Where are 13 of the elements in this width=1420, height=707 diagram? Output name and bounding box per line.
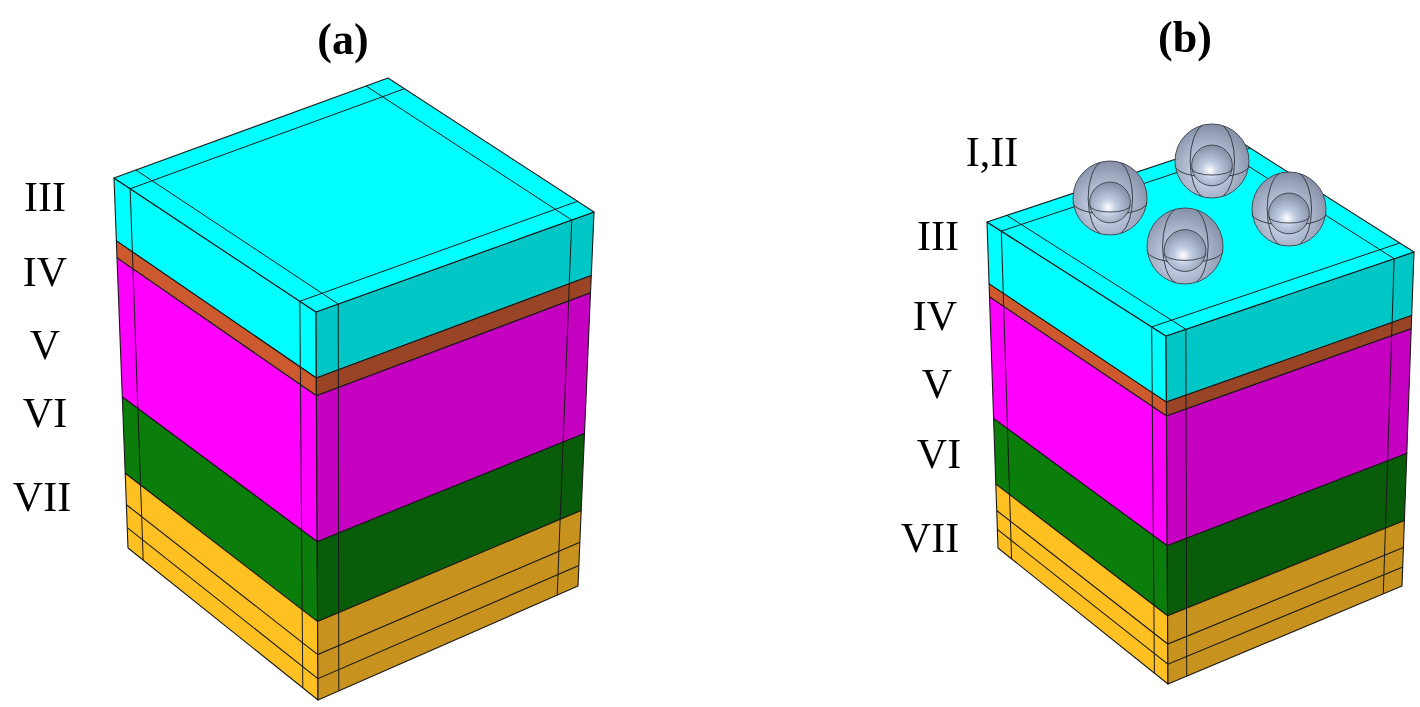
layer-label: I,II [965,131,1019,173]
layer-label: V [921,363,953,405]
layer-label: V [29,324,61,366]
layer-label: VII [900,517,960,559]
layer-label: III [24,176,66,218]
layer-label: VII [12,476,72,518]
layer-label: VI [22,392,68,434]
panel-label: (a) [317,18,369,62]
layer-label: IV [22,251,68,293]
layer-label: IV [912,295,958,337]
panel-label: (b) [1158,16,1212,60]
layer-label: VI [916,433,962,475]
layer-label: III [917,215,959,257]
